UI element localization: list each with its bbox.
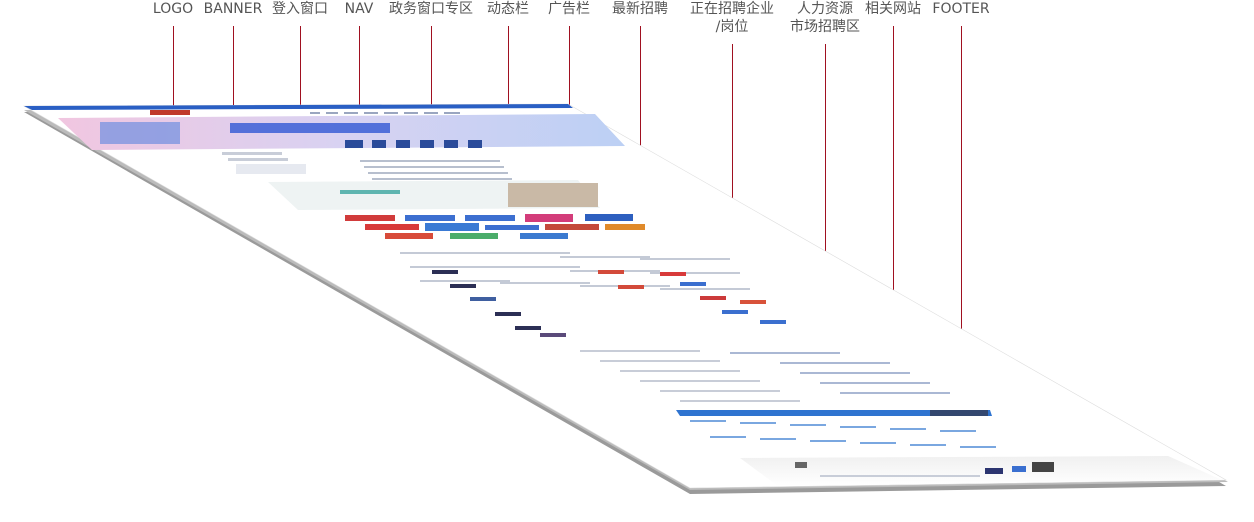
gov-zone-icons: [345, 140, 482, 148]
label-hiring-companies: 正在招聘企业 /岗位: [690, 0, 774, 36]
banner-headline: [230, 123, 390, 133]
leader-gov: [431, 26, 432, 142]
label-hr-market: 人力资源 市场招聘区: [790, 0, 860, 36]
page-surface: [22, 103, 1228, 489]
label-hiring-line2: /岗位: [715, 19, 749, 35]
related-sites-strip: [676, 410, 992, 416]
leader-related: [893, 26, 894, 430]
footer-items: [795, 462, 1054, 477]
label-gov-window-zone: 政务窗口专区: [389, 1, 473, 17]
ad-image: [508, 183, 598, 207]
dynamic-bar: [360, 160, 512, 180]
related-sites-links: [690, 420, 996, 448]
banner-block: [100, 122, 180, 144]
logo-mark: [150, 110, 190, 115]
label-hr-line2: 市场招聘区: [790, 19, 860, 35]
leader-nav: [359, 26, 360, 114]
leader-logo: [173, 26, 174, 114]
leader-banner: [233, 26, 234, 132]
leader-footer: [961, 26, 962, 470]
label-login-window: 登入窗口: [272, 1, 328, 17]
latest-jobs-thumbs: [432, 270, 786, 337]
label-related-sites: 相关网站: [865, 1, 921, 17]
label-footer: FOOTER: [932, 1, 990, 17]
label-nav: NAV: [344, 1, 374, 17]
company-logos: [345, 214, 645, 239]
hr-market-rows: [730, 352, 950, 394]
label-dynamic-bar: 动态栏: [487, 1, 529, 17]
nav-items: [310, 112, 460, 114]
leader-dynamic: [508, 26, 509, 164]
label-ad-bar: 广告栏: [548, 1, 590, 17]
label-banner: BANNER: [203, 1, 263, 17]
label-logo: LOGO: [152, 1, 194, 17]
leader-login: [300, 26, 301, 162]
label-hiring-line1: 正在招聘企业: [690, 1, 774, 17]
ad-title: [340, 190, 400, 194]
nav-strip: [24, 104, 573, 110]
label-hr-line1: 人力资源: [797, 1, 853, 17]
login-window: [222, 152, 306, 174]
hiring-rows: [580, 350, 800, 402]
footer-band: [740, 456, 1222, 486]
label-latest-jobs: 最新招聘: [612, 1, 668, 17]
related-strip-accent: [930, 410, 988, 416]
leader-hr: [825, 44, 826, 392]
